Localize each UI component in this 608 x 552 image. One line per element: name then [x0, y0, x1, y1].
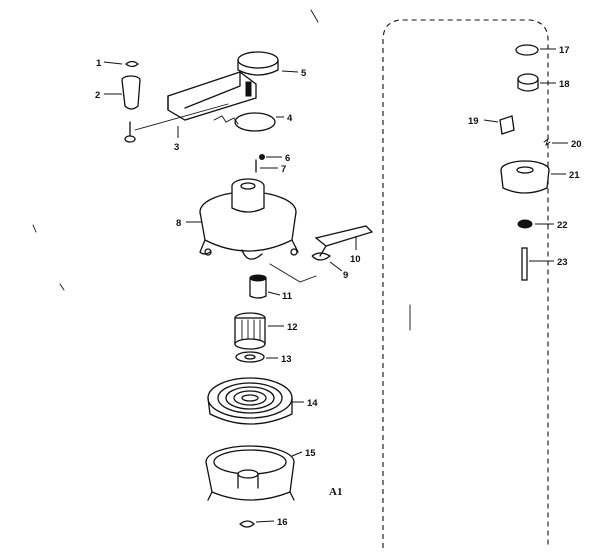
part-13-washer	[235, 351, 278, 363]
part-11-coupler	[249, 274, 281, 299]
callout-5: 5	[301, 68, 307, 79]
callout-12: 12	[287, 322, 298, 333]
callout-17: 17	[559, 45, 570, 56]
part-4-ring	[234, 112, 284, 132]
part-1-clip	[103, 60, 139, 68]
part-5-cap	[237, 51, 299, 97]
figure-tag: A1	[329, 486, 342, 498]
callout-7: 7	[281, 164, 286, 175]
callout-22: 22	[557, 220, 568, 231]
part-15-pulley	[205, 445, 303, 501]
part-14-spring	[207, 377, 304, 425]
callout-2: 2	[95, 90, 100, 101]
callout-6: 6	[285, 153, 290, 164]
callout-19: 19	[468, 116, 479, 127]
part-19-pawl	[483, 115, 515, 135]
part-21-drum	[500, 160, 566, 194]
part-8-housing	[186, 178, 299, 260]
callout-13: 13	[281, 354, 292, 365]
part-6-7-pins	[255, 154, 282, 173]
part-22-bushing	[517, 219, 554, 229]
callout-4: 4	[287, 113, 293, 124]
callout-labels: 1 2 3 4 5 6 7 8 9 10 11 12 13 14 15 16 1…	[95, 45, 582, 528]
callout-18: 18	[559, 79, 570, 90]
callout-20: 20	[571, 139, 582, 150]
stray-marks	[32, 9, 411, 331]
callout-21: 21	[569, 170, 580, 181]
part-3-handle	[124, 71, 257, 143]
part-23-pin	[521, 247, 554, 281]
callout-11: 11	[282, 291, 293, 302]
part-12-filter	[234, 312, 284, 350]
callout-1: 1	[96, 58, 102, 69]
part-17-ring	[515, 44, 556, 56]
subassembly-boundary	[382, 19, 549, 548]
callout-3: 3	[174, 142, 179, 153]
part-9-10-bracket	[269, 225, 374, 283]
part-2-knob	[104, 75, 141, 110]
callout-16: 16	[277, 517, 288, 528]
part-16-clip	[239, 520, 275, 528]
callout-14: 14	[307, 398, 318, 409]
callout-10: 10	[350, 254, 361, 265]
callout-15: 15	[305, 448, 316, 459]
part-20-wire	[543, 137, 568, 147]
callout-9: 9	[343, 270, 348, 281]
part-18-nut	[517, 73, 556, 92]
callout-8: 8	[176, 218, 181, 229]
callout-23: 23	[557, 257, 568, 268]
